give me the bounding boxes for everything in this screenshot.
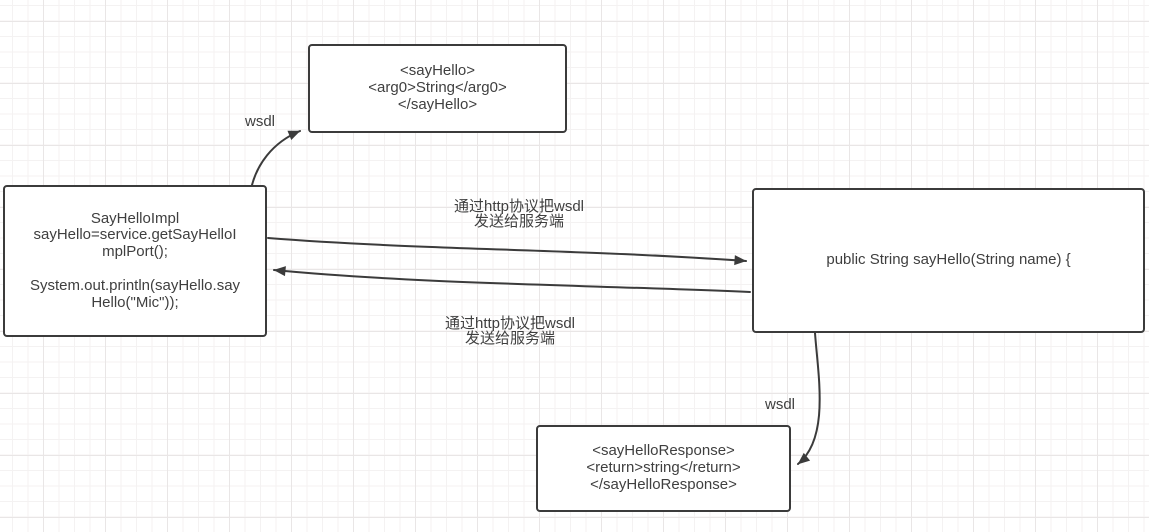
node-client-code[interactable]: SayHelloImpl sayHello=service.getSayHell… [3,185,267,337]
node-sayhello-request-xml[interactable]: <sayHello> <arg0>String</arg0> </sayHell… [308,44,567,133]
edge-http-request[interactable] [267,237,747,266]
label-http-request[interactable]: 通过http协议把wsdl 发送给服务端 [453,198,585,230]
sayhello-request-xml-text: <sayHello> <arg0>String</arg0> </sayHell… [368,62,507,113]
node-sayhello-response-xml[interactable]: <sayHelloResponse> <return>string</retur… [536,425,791,512]
label-wsdl-request[interactable]: wsdl [244,113,275,130]
edge-http-response[interactable] [273,266,751,293]
node-server-code[interactable]: public String sayHello(String name) { [752,188,1145,333]
edge-wsdl-request[interactable] [251,130,301,186]
sayhello-response-xml-text: <sayHelloResponse> <return>string</retur… [586,442,741,493]
label-http-response[interactable]: 通过http协议把wsdl 发送给服务端 [444,315,576,347]
server-code-text: public String sayHello(String name) { [826,251,1071,269]
client-code-text: SayHelloImpl sayHello=service.getSayHell… [29,209,241,311]
edge-wsdl-response[interactable] [797,332,821,465]
label-wsdl-response[interactable]: wsdl [764,396,795,413]
